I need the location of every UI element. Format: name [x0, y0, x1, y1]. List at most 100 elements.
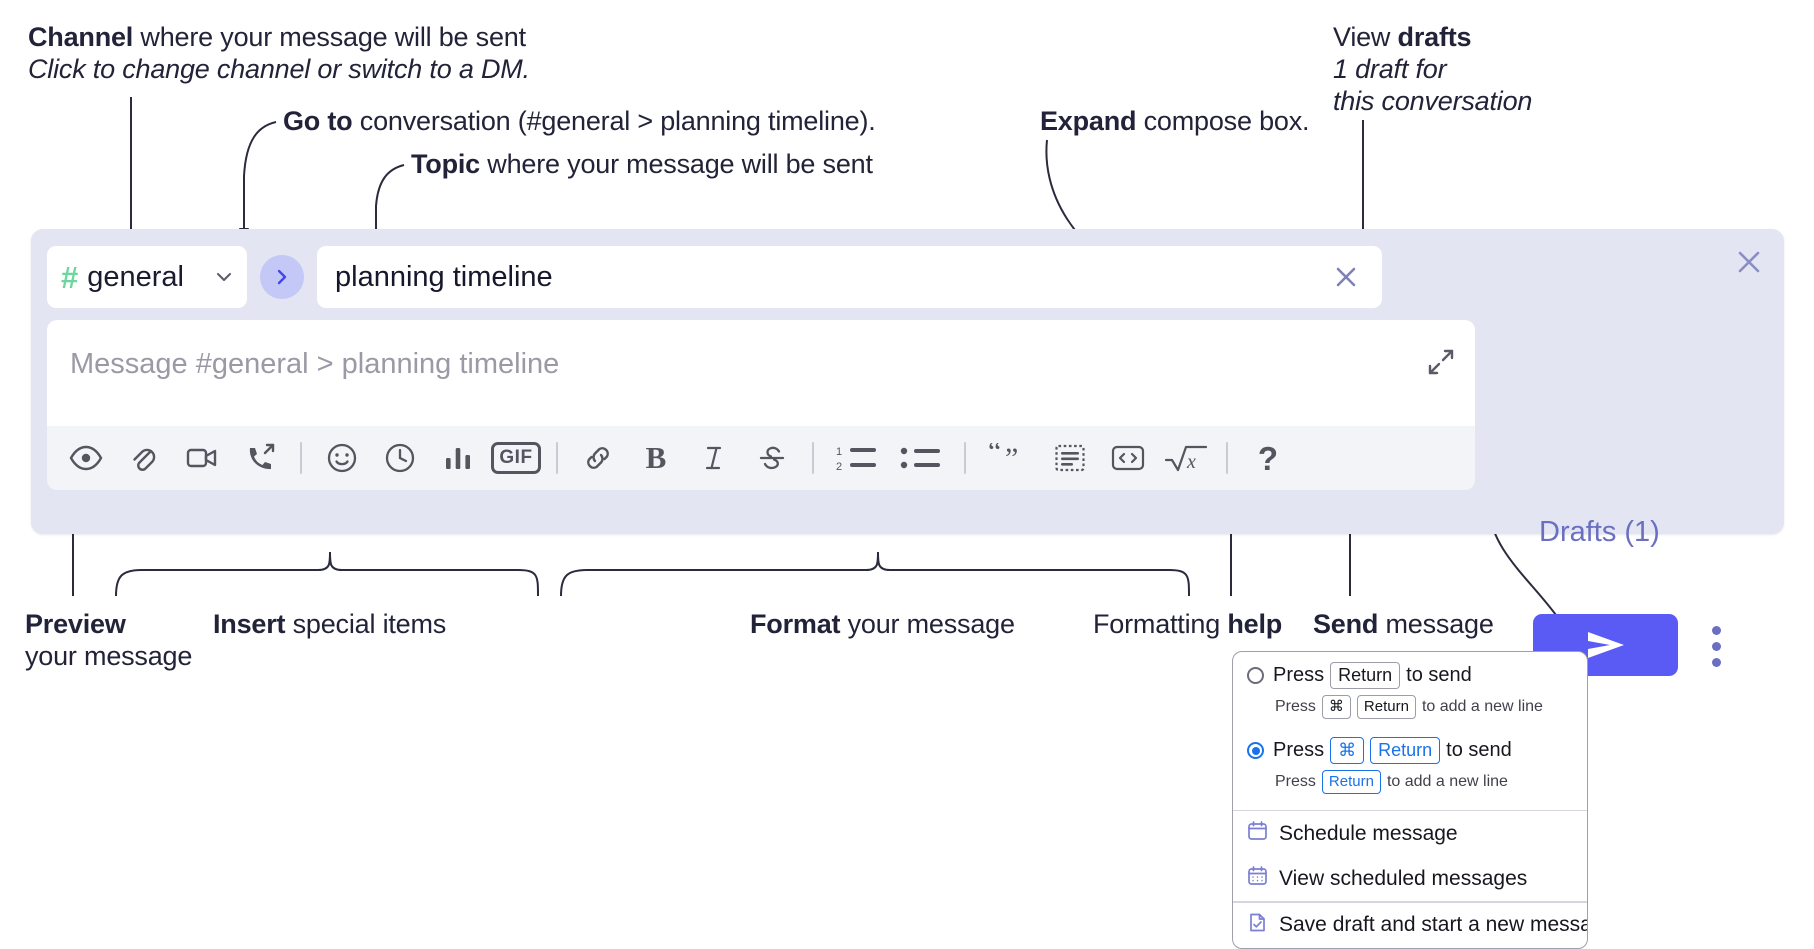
close-icon[interactable]	[1732, 245, 1766, 279]
key-return: Return	[1321, 770, 1381, 794]
preview-icon[interactable]	[57, 430, 115, 486]
annotation-help: Formatting help	[1093, 609, 1282, 641]
channel-selector-button[interactable]: # general	[47, 246, 247, 308]
formatting-toolbar: GIF B	[47, 426, 1475, 490]
bulleted-list-icon[interactable]	[889, 430, 953, 486]
annotation-topic: Topic where your message will be sent	[411, 149, 873, 181]
toolbar-separator	[1226, 442, 1228, 474]
menu-item-save-draft[interactable]: Save draft and start a new message	[1233, 903, 1587, 948]
annotation-send-bold: Send	[1313, 609, 1379, 639]
code-block-icon[interactable]	[1099, 430, 1157, 486]
annotation-send-rest: message	[1378, 609, 1494, 639]
annotation-insert-rest: special items	[285, 609, 447, 639]
kebab-dot	[1711, 641, 1721, 651]
attachment-icon[interactable]	[115, 430, 173, 486]
video-icon[interactable]	[173, 430, 231, 486]
annotation-expand-bold: Expand	[1040, 106, 1137, 136]
hash-icon: #	[61, 259, 79, 295]
annotation-preview: Preview your message	[25, 609, 192, 673]
annotation-expand-rest: compose box.	[1136, 106, 1310, 136]
annotation-topic-bold: Topic	[411, 149, 480, 179]
expand-icon[interactable]	[1421, 342, 1461, 382]
annotation-format: Format your message	[750, 609, 1015, 641]
compose-options-button[interactable]	[1699, 619, 1733, 673]
annotation-expand: Expand compose box.	[1040, 106, 1310, 138]
annotation-goto-rest: conversation (#general > planning timeli…	[352, 106, 876, 136]
key-cmd: ⌘	[1330, 736, 1365, 765]
compose-panel: # general planning timeline Message #gen…	[31, 229, 1784, 676]
bold-icon[interactable]: B	[645, 440, 667, 475]
italic-icon[interactable]	[685, 430, 743, 486]
message-placeholder: Message #general > planning timeline	[70, 348, 560, 380]
toolbar-separator	[812, 442, 814, 474]
message-input[interactable]: Message #general > planning timeline	[47, 320, 1475, 426]
annotation-help-rest: Formatting	[1093, 609, 1228, 639]
opt2-prefix: Press	[1273, 739, 1325, 762]
audio-clip-icon[interactable]	[231, 430, 289, 486]
key-return: Return	[1356, 695, 1416, 719]
link-icon[interactable]	[569, 430, 627, 486]
menu-item-schedule-message[interactable]: Schedule message	[1233, 811, 1587, 856]
calendar-grid-icon	[1247, 865, 1268, 892]
annotation-send: Send message	[1313, 609, 1494, 641]
annotation-topic-rest: where your message will be sent	[480, 149, 873, 179]
menu-divider	[1233, 809, 1587, 812]
ordered-list-icon[interactable]: 1 2	[825, 430, 889, 486]
opt2-sub-prefix: Press	[1275, 773, 1316, 791]
annotation-channel-sub: Click to change channel or switch to a D…	[28, 53, 530, 84]
menu-item-label: Schedule message	[1279, 821, 1458, 845]
help-icon[interactable]: ?	[1239, 430, 1297, 486]
menu-item-label: View scheduled messages	[1279, 866, 1528, 890]
clock-icon[interactable]	[371, 430, 429, 486]
annotation-drafts-bold: drafts	[1397, 22, 1472, 52]
annotation-drafts-view: View	[1333, 22, 1398, 52]
annotation-help-bold: help	[1227, 609, 1283, 639]
strikethrough-icon[interactable]	[743, 430, 801, 486]
code-icon[interactable]	[1041, 430, 1099, 486]
send-option-cmd-return[interactable]: Press ⌘ Return to send Press Return to a…	[1233, 727, 1587, 802]
opt1-suffix: to send	[1406, 664, 1472, 687]
annotation-channel: Channel where your message will be sent …	[28, 22, 530, 86]
annotation-format-bold: Format	[750, 609, 841, 639]
goto-conversation-button[interactable]	[260, 255, 304, 299]
save-draft-icon	[1247, 912, 1268, 939]
help-label: ?	[1257, 439, 1279, 477]
poll-icon[interactable]	[429, 430, 487, 486]
radio-cmd-return[interactable]	[1247, 742, 1264, 760]
emoji-icon[interactable]	[313, 430, 371, 486]
topic-input[interactable]: planning timeline	[317, 246, 1382, 308]
toolbar-separator	[300, 442, 302, 474]
opt2-suffix: to send	[1446, 739, 1512, 762]
compose-header-row: # general planning timeline	[47, 246, 1382, 308]
svg-text:1: 1	[836, 446, 842, 458]
math-icon[interactable]: x	[1157, 430, 1215, 486]
kebab-dot	[1711, 657, 1721, 667]
key-cmd: ⌘	[1321, 695, 1351, 719]
svg-text:“: “	[988, 443, 1001, 468]
channel-name-label: general	[87, 260, 184, 293]
radio-return[interactable]	[1247, 667, 1264, 685]
gif-label: GIF	[491, 442, 541, 474]
annotation-preview-bold: Preview	[25, 609, 126, 639]
menu-item-view-scheduled[interactable]: View scheduled messages	[1233, 856, 1587, 901]
gif-icon[interactable]: GIF	[487, 430, 545, 486]
opt1-sub-suffix: to add a new line	[1421, 698, 1543, 716]
toolbar-separator	[964, 442, 966, 474]
topic-value: planning timeline	[335, 260, 553, 293]
kebab-dot	[1711, 625, 1721, 635]
chevron-down-icon	[215, 268, 233, 286]
clear-topic-icon[interactable]	[1326, 257, 1366, 297]
key-return: Return	[1330, 662, 1401, 690]
compose-options-menu: Press Return to send Press ⌘ Return to a…	[1232, 651, 1588, 949]
annotation-insert-bold: Insert	[213, 609, 286, 639]
opt2-sub-suffix: to add a new line	[1386, 773, 1508, 791]
drafts-link[interactable]: Drafts (1)	[1539, 516, 1660, 548]
blockquote-icon[interactable]: “ ”	[977, 430, 1041, 486]
annotation-goto: Go to conversation (#general > planning …	[283, 106, 876, 138]
menu-divider	[1233, 901, 1587, 903]
annotation-format-rest: your message	[840, 609, 1015, 639]
annotation-drafts-sub1: 1 draft for	[1333, 53, 1447, 84]
opt1-prefix: Press	[1273, 664, 1325, 687]
svg-text:”: ”	[1005, 443, 1018, 473]
send-option-return[interactable]: Press Return to send Press ⌘ Return to a…	[1233, 652, 1587, 727]
